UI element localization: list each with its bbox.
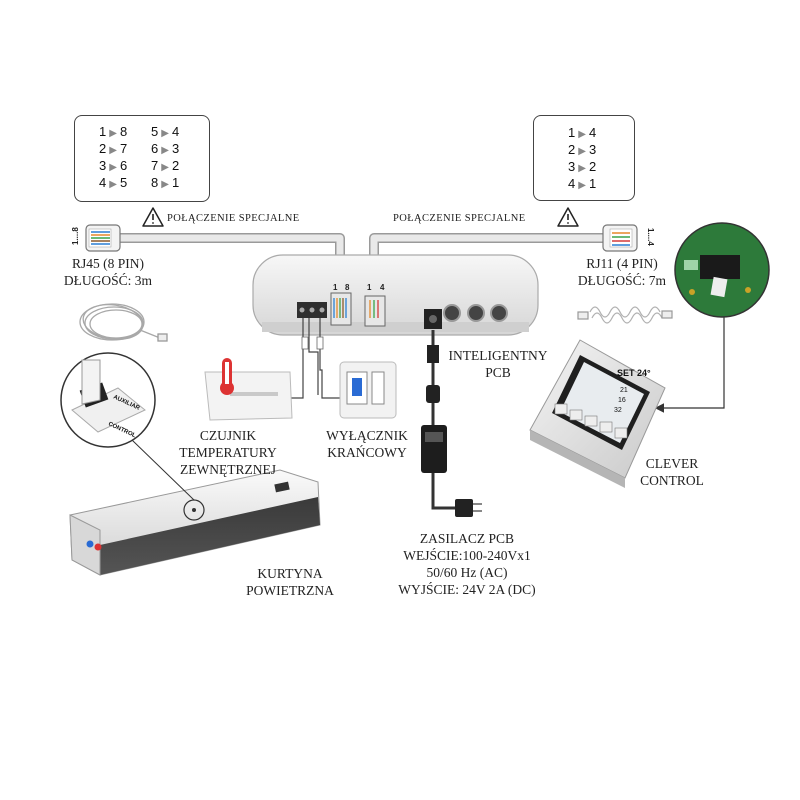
switch-wire bbox=[319, 318, 346, 399]
rj45-pinmap-row: 7▶2 bbox=[151, 158, 180, 173]
controller-value: 16 bbox=[618, 397, 626, 404]
limit-switch-label: WYŁĄCZNIK KRAŃCOWY bbox=[326, 428, 408, 460]
rj11-pinmap-row: 1▶4 bbox=[568, 125, 597, 140]
rj45-pinmap-row: 4▶5 bbox=[99, 175, 128, 190]
controller-pcb-zoom bbox=[674, 222, 770, 318]
pcb-pin-label: 4 bbox=[380, 283, 385, 292]
rj45-cable-coil-icon bbox=[79, 303, 168, 342]
limit-switch-icon bbox=[339, 361, 397, 419]
temperature-sensor-label: CZUJNIK TEMPERATURY ZEWNĘTRZNEJ bbox=[179, 428, 277, 477]
controller-value: 21 bbox=[620, 387, 628, 394]
pcb-pin-label: 1 bbox=[333, 283, 338, 292]
controller-arrow bbox=[654, 317, 725, 413]
rj45-pinmap-box: 1▶8 2▶7 3▶6 4▶5 5▶4 6▶3 7▶2 8▶1 bbox=[74, 115, 210, 202]
rj11-cable-coil-icon bbox=[577, 306, 673, 324]
controller-setpoint: SET 24° bbox=[617, 368, 651, 378]
rj45-plug-icon bbox=[85, 224, 121, 252]
clever-control-label: CLEVER CONTROL bbox=[640, 456, 704, 488]
rj45-pinmap-row: 6▶3 bbox=[151, 141, 180, 156]
rj11-pinmap-box: 1▶4 2▶3 3▶2 4▶1 bbox=[533, 115, 635, 201]
rj45-pinmap-row: 3▶6 bbox=[99, 158, 128, 173]
clever-control-icon: SET 24° 21 16 32 bbox=[529, 339, 666, 488]
rj45-pinmap-row: 5▶4 bbox=[151, 124, 180, 139]
rj45-pinmap-row: 8▶1 bbox=[151, 175, 180, 190]
rj11-pinmap-row: 3▶2 bbox=[568, 159, 597, 174]
rj11-plug-icon bbox=[602, 224, 638, 252]
rj11-pinmap-row: 2▶3 bbox=[568, 142, 597, 157]
special-connection-label-right: POŁĄCZENIE SPECJALNE bbox=[393, 213, 526, 224]
rj11-pin-range: 1....4 bbox=[646, 228, 655, 246]
rj45-label: RJ45 (8 PIN) DŁUGOŚĆ: 3m bbox=[63, 256, 153, 288]
controller-value: 32 bbox=[614, 407, 622, 414]
rj11-pinmap-row: 4▶1 bbox=[568, 176, 597, 191]
warning-icon bbox=[557, 207, 579, 227]
pcb-enclosure bbox=[252, 254, 539, 336]
rj11-label: RJ11 (4 PIN) DŁUGOŚĆ: 7m bbox=[577, 256, 667, 288]
power-supply-label: ZASILACZ PCB WEJŚCIE:100-240Vx1 50/60 Hz… bbox=[398, 531, 536, 597]
air-curtain-icon bbox=[69, 439, 321, 576]
rj45-pinmap-row: 1▶8 bbox=[99, 124, 128, 139]
air-curtain-label: KURTYNA POWIETRZNA bbox=[246, 566, 334, 598]
pcb-label: INTELIGENTNY PCB bbox=[448, 348, 548, 380]
rj45-pin-range: 1....8 bbox=[71, 227, 80, 245]
pcb-pin-label: 1 bbox=[367, 283, 372, 292]
power-supply-icon bbox=[421, 330, 482, 517]
rj45-pinmap-row: 2▶7 bbox=[99, 141, 128, 156]
pcb-pin-label: 8 bbox=[345, 283, 350, 292]
special-connection-label-left: POŁĄCZENIE SPECJALNE bbox=[167, 213, 300, 224]
warning-icon bbox=[142, 207, 164, 227]
auxiliar-port-zoom: AUXILIAR CONTROL bbox=[60, 352, 156, 448]
temperature-sensor-icon bbox=[204, 358, 293, 421]
